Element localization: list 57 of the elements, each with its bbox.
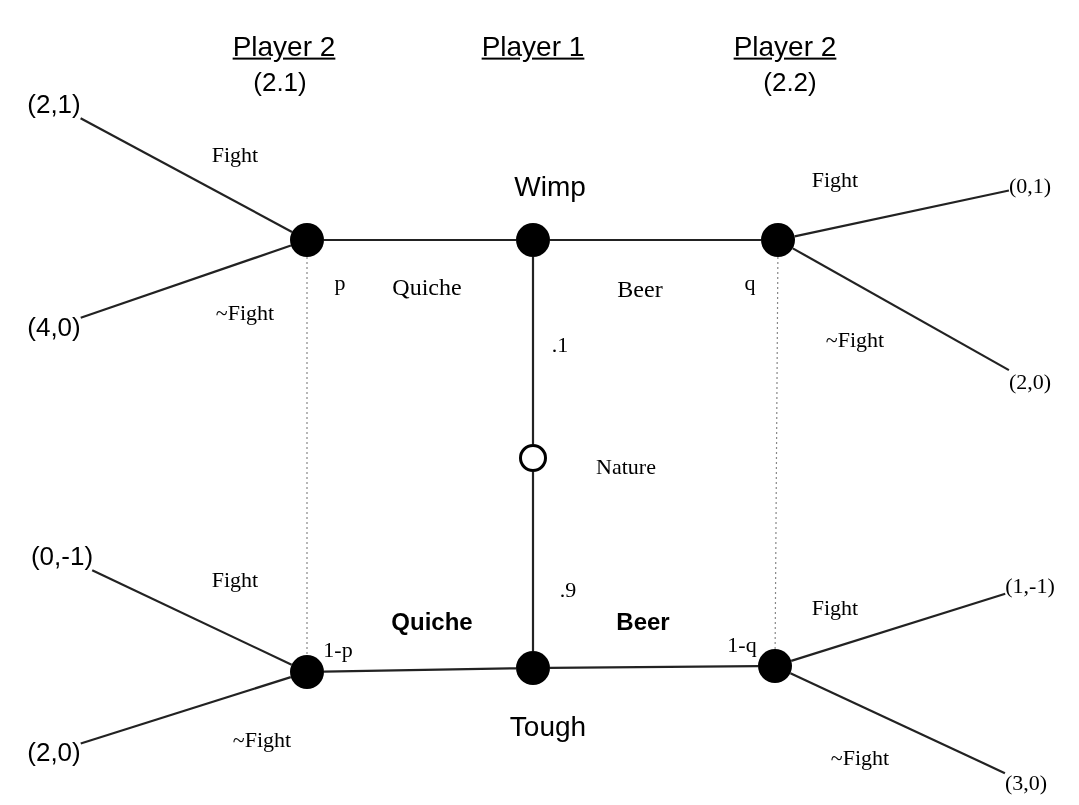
payoff-label: (1,-1) xyxy=(1005,573,1055,599)
edge-label: .1 xyxy=(551,332,569,358)
branch-line xyxy=(324,667,516,673)
payoff-label: (2,1) xyxy=(27,89,81,119)
information-set-label: (2.1) xyxy=(253,67,307,97)
node-label: p xyxy=(334,270,346,296)
payoff-label: (4,0) xyxy=(27,312,81,342)
node-label: 1-q xyxy=(727,632,757,658)
chance-node xyxy=(519,444,547,472)
branch-line xyxy=(324,238,516,242)
decision-node xyxy=(290,223,324,257)
information-set-label: (2.2) xyxy=(763,67,817,97)
payoff-label: (3,0) xyxy=(1004,770,1048,796)
branch-line xyxy=(531,472,535,651)
branch-line xyxy=(550,238,761,242)
branch-line xyxy=(91,569,293,666)
edge-label: ~Fight xyxy=(215,300,275,326)
branch-line xyxy=(550,665,758,669)
decision-node xyxy=(516,223,550,257)
node-label: q xyxy=(744,270,756,296)
edge-label: Beer xyxy=(617,275,663,303)
branch-line xyxy=(789,672,1006,775)
node-label: Nature xyxy=(596,454,656,480)
decision-node xyxy=(290,655,324,689)
information-set-line xyxy=(306,256,308,656)
payoff-label: (0,-1) xyxy=(30,541,94,571)
edge-label: ~Fight xyxy=(830,745,890,771)
node-label: Tough xyxy=(509,711,587,743)
node-label: Wimp xyxy=(514,171,586,203)
payoff-label: (2,0) xyxy=(27,737,81,767)
branch-line xyxy=(792,247,1010,372)
edge-label: Fight xyxy=(211,142,259,168)
decision-node xyxy=(761,223,795,257)
payoff-label: (2,0) xyxy=(1008,369,1052,395)
payoff-label: (0,1) xyxy=(1008,173,1052,199)
player-heading: Player 2 xyxy=(232,31,336,63)
branch-line xyxy=(80,676,292,745)
edge-label: Beer xyxy=(616,608,670,636)
player-heading: Player 2 xyxy=(733,31,837,63)
player-heading: Player 1 xyxy=(481,31,585,63)
edge-label: Fight xyxy=(811,167,859,193)
edge-label: Fight xyxy=(211,567,259,593)
branch-line xyxy=(794,189,1010,238)
edge-label: ~Fight xyxy=(232,727,292,753)
branch-line xyxy=(790,592,1006,662)
edge-label: Quiche xyxy=(392,273,462,301)
branch-line xyxy=(80,117,293,233)
branch-line xyxy=(531,257,535,444)
edge-label: Fight xyxy=(811,595,859,621)
edge-label: .9 xyxy=(559,577,577,603)
node-label: 1-p xyxy=(323,637,353,663)
edge-label: ~Fight xyxy=(825,327,885,353)
information-set-line xyxy=(774,256,779,650)
decision-node xyxy=(516,651,550,685)
decision-node xyxy=(758,649,792,683)
branch-line xyxy=(80,244,292,319)
edge-label: Quiche xyxy=(391,608,473,636)
